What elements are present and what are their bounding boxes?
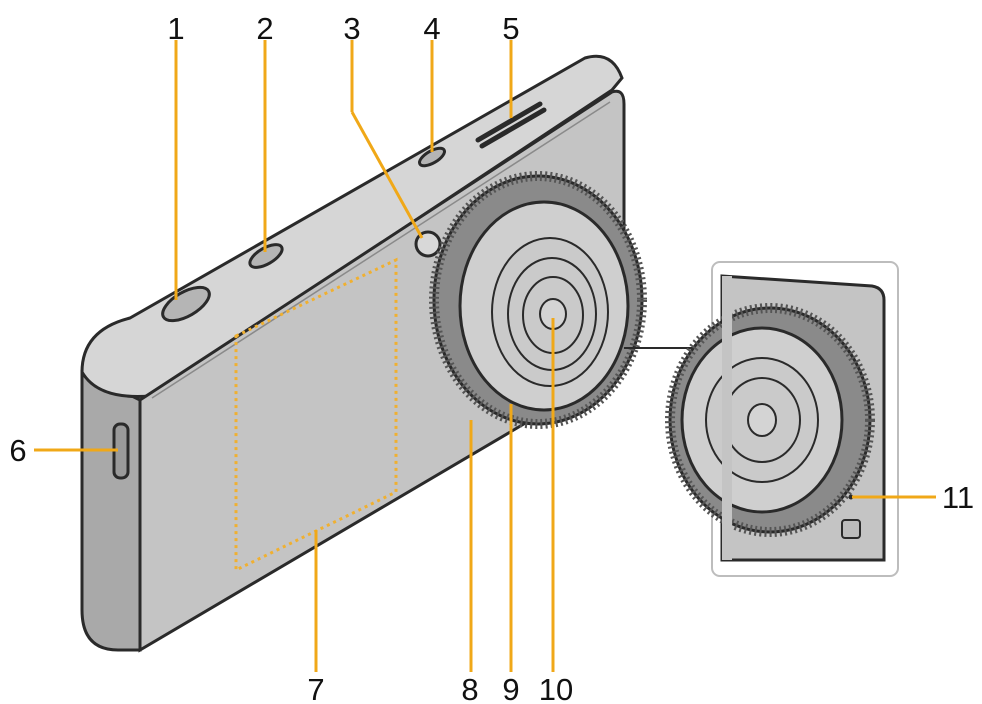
nfc-antenna-area: [234, 257, 398, 573]
callout-7: 7: [307, 672, 324, 704]
callout-8: 8: [461, 672, 478, 704]
power-button: [418, 146, 446, 168]
callout-6: 6: [9, 433, 26, 468]
callout-3: 3: [343, 11, 360, 46]
callout-5: 5: [502, 11, 519, 46]
callout-1: 1: [167, 11, 184, 46]
speaker: [475, 101, 547, 149]
callout-lines: [34, 40, 936, 672]
callout-4: 4: [423, 11, 440, 46]
zoom-lever: [248, 243, 284, 269]
callout-11: 11: [942, 480, 974, 515]
shutter-button: [161, 285, 211, 323]
inset-port: [841, 519, 861, 539]
callout-9: 9: [502, 672, 519, 704]
callout-10: 10: [539, 672, 573, 704]
inset-detail: [624, 261, 899, 577]
callout-2: 2: [256, 11, 273, 46]
callout-labels: 1 2 3 4 5 6 7 8 9 10 11: [9, 11, 974, 704]
lens-assembly: [429, 171, 647, 429]
